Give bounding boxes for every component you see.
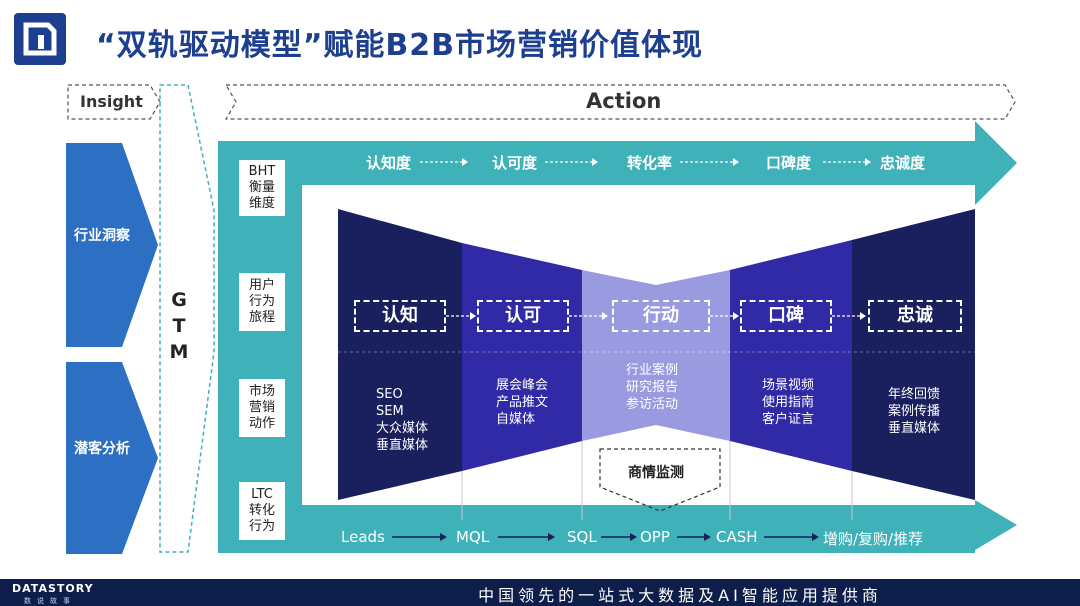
- funnel-items-loyalty: 年终回馈 案例传播 垂直媒体: [874, 386, 968, 437]
- funnel-segment-approval: [462, 243, 582, 471]
- funnel-item: 展会峰会: [496, 378, 549, 393]
- funnel-label-reputation: 口碑: [740, 300, 832, 332]
- page-title: “双轨驱动模型”赋能B2B市场营销价值体现: [96, 28, 704, 63]
- ltc-stage: CASH: [716, 528, 758, 546]
- funnel-items-action: 行业案例 研究报告 参访活动: [612, 362, 710, 413]
- industry-insight-chevron: [66, 143, 158, 347]
- industry-insight-label: 行业洞察: [74, 228, 130, 244]
- funnel-segment-awareness: [338, 209, 462, 500]
- lead-analysis-chevron: [66, 362, 158, 554]
- side-box-journey: 用户行为旅程: [239, 273, 285, 331]
- ltc-stage: 增购/复购/推荐: [823, 530, 924, 548]
- action-label: Action: [586, 89, 662, 113]
- funnel-item: SEM: [376, 404, 404, 419]
- footer-bar: [0, 579, 1080, 606]
- bht-stage: 口碑度: [766, 154, 812, 172]
- funnel-label-loyalty: 忠诚: [868, 300, 962, 332]
- funnel-item: 场景视频: [762, 378, 815, 393]
- funnel-items-reputation: 场景视频 使用指南 客户证言: [748, 377, 842, 428]
- funnel-item: 大众媒体: [376, 421, 429, 436]
- funnel-item: 研究报告: [626, 380, 679, 395]
- funnel-item: 案例传播: [888, 404, 941, 419]
- monitor-label: 商情监测: [628, 465, 684, 481]
- funnel-item: 参访活动: [626, 397, 679, 412]
- funnel-item: 自媒体: [496, 412, 536, 427]
- footer-tagline: 中国领先的一站式大数据及AI智能应用提供商: [478, 586, 882, 605]
- funnel-item: 垂直媒体: [376, 438, 429, 453]
- ltc-stage: OPP: [640, 528, 670, 546]
- bht-stage: 认可度: [492, 154, 538, 172]
- action-frame: [218, 121, 1017, 553]
- side-box-bht: BHT衡量维度: [239, 160, 285, 216]
- bht-stage: 转化率: [627, 154, 673, 172]
- gtm-column: [159, 84, 215, 553]
- gtm-letter: G: [171, 289, 187, 311]
- ltc-stage: SQL: [567, 528, 597, 546]
- gtm-label: G T M: [160, 287, 198, 365]
- funnel-item: 年终回馈: [888, 387, 941, 402]
- funnel-item: 行业案例: [626, 363, 679, 378]
- gtm-letter: M: [169, 341, 189, 363]
- funnel-item: SEO: [376, 387, 403, 402]
- funnel-item: 产品推文: [496, 395, 549, 410]
- funnel-segment-action: [582, 270, 730, 441]
- bht-stage: 认知度: [366, 154, 412, 172]
- company-logo: [14, 13, 66, 65]
- funnel-segment-reputation: [730, 240, 852, 471]
- lead-analysis-label: 潜客分析: [74, 441, 130, 457]
- monitor-shape: [599, 448, 721, 512]
- ltc-stage: MQL: [456, 528, 490, 546]
- footer-brand-sub: 数说故事: [24, 597, 76, 605]
- action-banner: [224, 84, 1016, 120]
- funnel-label-approval: 认可: [477, 300, 569, 332]
- gtm-letter: T: [172, 315, 186, 337]
- ltc-stage: Leads: [341, 528, 385, 546]
- funnel-label-awareness: 认知: [354, 300, 446, 332]
- funnel-label-action: 行动: [612, 300, 710, 332]
- funnel-segment-loyalty: [852, 209, 975, 500]
- funnel-items-approval: 展会峰会 产品推文 自媒体: [482, 377, 576, 428]
- funnel-items-awareness: SEO SEM 大众媒体 垂直媒体: [360, 386, 462, 454]
- footer-brand: DATASTORY: [12, 582, 94, 595]
- funnel-item: 使用指南: [762, 395, 815, 410]
- funnel-item: 垂直媒体: [888, 421, 941, 436]
- insight-label: Insight: [80, 92, 143, 111]
- funnel-item: 客户证言: [762, 412, 815, 427]
- bht-stage: 忠诚度: [880, 154, 926, 172]
- side-box-marketing: 市场营销动作: [239, 379, 285, 437]
- side-box-ltc: LTC转化行为: [239, 482, 285, 540]
